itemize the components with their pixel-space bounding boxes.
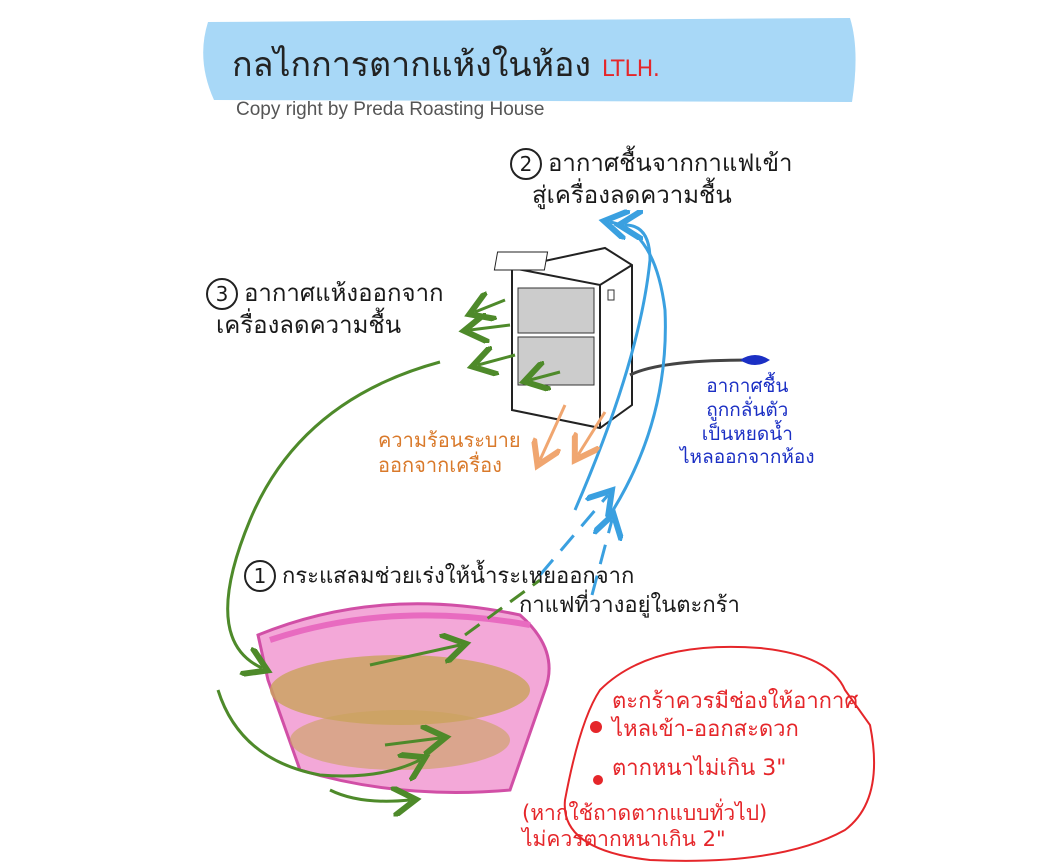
heat-note: ความร้อนระบายออกจากเครื่อง <box>378 428 521 477</box>
tips: ตะกร้าควรมีช่องให้อากาศ ไหลเข้า-ออกสะดวก… <box>612 689 859 781</box>
dehumidifier <box>493 246 770 430</box>
copyright: Copy right by Preda Roasting House <box>236 99 545 120</box>
humid-air-arrows <box>538 222 667 596</box>
bullet-icon <box>593 775 603 785</box>
page-title: กลไกการตากแห้งในห้อง LTLH. <box>232 45 660 85</box>
dry-air-arrows <box>216 300 561 801</box>
water-drop-icon <box>740 355 770 365</box>
condensate-note: อากาศชื้นถูกกลั่นตัว เป็นหยดน้ำไหลออกจาก… <box>680 375 815 469</box>
bullet-icon <box>590 721 602 733</box>
heat-arrows <box>540 404 607 460</box>
tray-tip: (หากใช้ถาดตากแบบทั่วไป) ไม่ควรตากหนาเกิน… <box>522 801 768 852</box>
title-highlight <box>203 18 856 102</box>
tips-bubble <box>563 645 876 862</box>
basket <box>256 602 551 794</box>
